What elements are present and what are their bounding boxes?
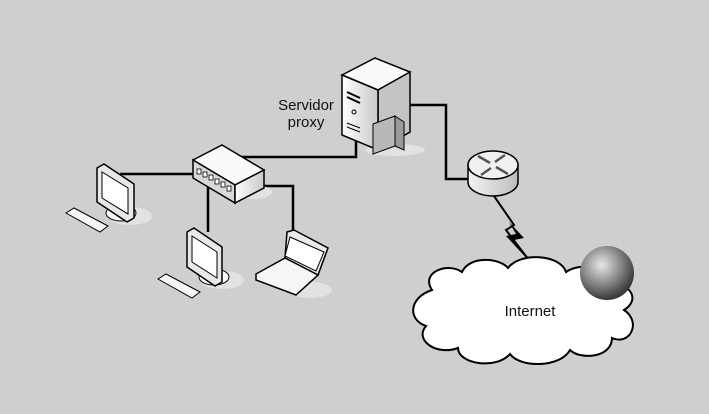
internet-cloud-icon	[412, 256, 634, 366]
proxy-server-icon	[340, 57, 425, 156]
desktop-computer-icon	[157, 227, 244, 299]
globe-icon	[580, 246, 634, 300]
router-icon	[467, 150, 519, 197]
link-proxy-router	[405, 103, 468, 181]
link-switch-proxy	[240, 138, 358, 159]
proxy-server-label-line2: proxy	[287, 114, 325, 131]
proxy-server-label: Servidor proxy	[270, 97, 342, 131]
link-router-internet	[493, 195, 533, 265]
switch-icon	[191, 144, 272, 205]
desktop-computer-icon	[65, 163, 152, 233]
links	[120, 103, 468, 233]
laptop-icon	[255, 229, 332, 298]
link-laptop-switch	[262, 184, 295, 233]
internet-label: Internet	[504, 303, 556, 320]
proxy-server-label-line1: Servidor	[278, 97, 334, 114]
